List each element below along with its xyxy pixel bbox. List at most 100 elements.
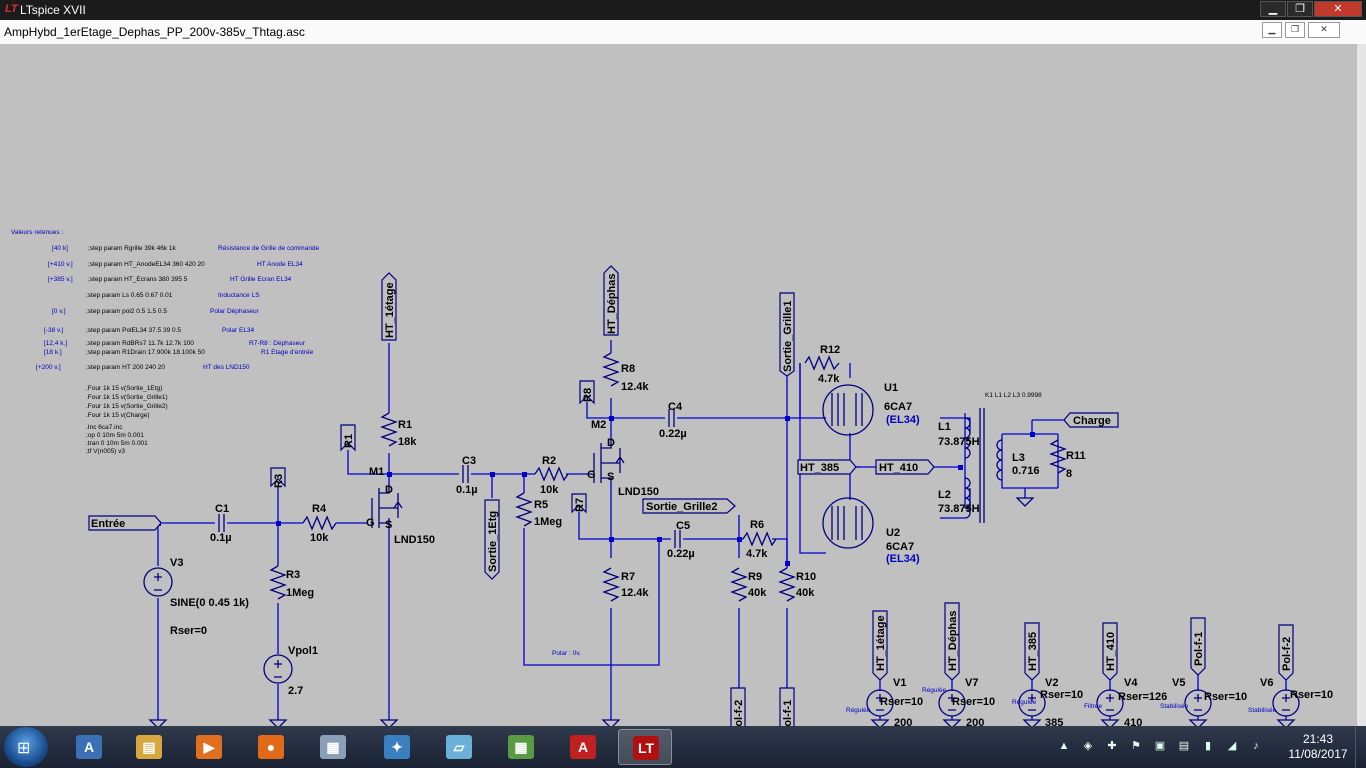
taskbar-app-icon: ✦ — [384, 735, 410, 759]
note-cmd: ;step param RdBRs7 11.7k 12.7k 100 — [86, 340, 194, 347]
tray-device-icon[interactable]: ▤ — [1178, 740, 1190, 752]
v4-symbol — [1096, 689, 1124, 717]
v4-value: 410 — [1124, 717, 1142, 726]
v4-rser: Rser=126 — [1118, 691, 1167, 703]
minimize-button[interactable]: ▁ — [1260, 1, 1286, 17]
r7-symbol — [602, 567, 620, 602]
v6-note: Stabilisée — [1248, 707, 1277, 714]
doc-close-button[interactable]: ✕ — [1308, 22, 1340, 38]
note-cmd: ;step param pol2 0.5 1.5 0.5 — [86, 308, 167, 315]
start-button[interactable]: ⊞ — [4, 727, 48, 767]
taskbar-item[interactable]: A — [556, 729, 610, 765]
m1-model: LND150 — [394, 534, 435, 546]
m2-drain-pin: D — [607, 437, 615, 449]
r3-name: R3 — [286, 569, 300, 581]
m1-drain-pin: D — [385, 484, 393, 496]
tray-power-icon[interactable]: ▮ — [1204, 740, 1212, 752]
tray-arrow-icon[interactable]: ▲ — [1058, 740, 1070, 752]
taskbar-item[interactable]: ▱ — [432, 729, 486, 765]
c1-value: 0.1µ — [210, 532, 232, 544]
taskbar-app-icon: A — [570, 735, 596, 759]
r1-value: 18k — [398, 436, 417, 448]
note-desc: HT des LND150 — [203, 364, 250, 371]
clock[interactable]: 21:43 11/08/2017 — [1278, 732, 1358, 762]
wires — [157, 340, 1287, 720]
spice-line: .Inc 6ca7.inc — [86, 424, 123, 431]
v7-symbol — [938, 689, 966, 717]
ground-symbols — [148, 497, 1296, 726]
taskbar-item[interactable]: ▦ — [306, 729, 360, 765]
net-ht-385-src: HT_385 — [1027, 632, 1039, 671]
v1-name: V1 — [893, 677, 906, 689]
note-val: [18 k.] — [44, 349, 62, 356]
taskbar-item[interactable]: A — [62, 729, 116, 765]
net-charge: Charge — [1073, 415, 1111, 427]
tray-app-icon[interactable]: ▣ — [1154, 740, 1166, 752]
polar-note: Polar : 0v. — [552, 650, 581, 657]
l3-name: L3 — [1012, 452, 1025, 464]
taskbar-app-icon: LT — [633, 736, 659, 760]
l1-symbol — [964, 417, 971, 459]
taskbar-item[interactable]: ▤ — [122, 729, 176, 765]
net-entree: Entrée — [91, 518, 125, 530]
v7-note: Régulée — [922, 687, 947, 694]
v2-note: Régulée — [1012, 699, 1037, 706]
l1-value: 73.875H — [938, 436, 980, 448]
document-tab-bar: AmpHybd_1erEtage_Dephas_PP_200v-385v_Tht… — [0, 20, 1366, 45]
tube-aliases: (EL34) (EL34) — [886, 414, 920, 565]
tray-security-icon[interactable]: ✚ — [1107, 740, 1117, 752]
component-symbols — [143, 352, 1300, 726]
r3-value: 1Meg — [286, 587, 314, 599]
doc-restore-button[interactable]: ❐ — [1285, 22, 1305, 38]
taskbar-item[interactable]: ✦ — [370, 729, 424, 765]
coupling-directive: K1 L1 L2 L3 0.9998 — [985, 392, 1042, 399]
l2-value: 73.875H — [938, 503, 980, 515]
c4-name: C4 — [668, 401, 683, 413]
vpol1-value: 2.7 — [288, 685, 303, 697]
tray-network-icon[interactable]: ◈ — [1083, 740, 1093, 752]
taskbar-item[interactable]: ▦ — [494, 729, 548, 765]
r3-symbol — [269, 565, 287, 600]
note-desc: Résistance de Grille de commande — [218, 245, 320, 252]
tray-volume-icon[interactable]: ♪ — [1253, 740, 1259, 752]
l2-name: L2 — [938, 489, 951, 501]
doc-minimize-button[interactable]: ▁ — [1262, 22, 1282, 38]
r11-name: R11 — [1066, 450, 1086, 462]
r10-name: R10 — [796, 571, 816, 583]
v3-symbol — [143, 567, 173, 597]
taskbar-item[interactable]: ● — [244, 729, 298, 765]
four-directive: .Four 1k 15 v(Sortie_1Etg) — [86, 385, 162, 392]
net-r7: R7 — [574, 498, 586, 512]
note-desc: HT Anode EL34 — [257, 261, 303, 268]
maximize-button[interactable]: ❐ — [1287, 1, 1313, 17]
v1-symbol — [866, 689, 894, 717]
r4-value: 10k — [310, 532, 329, 544]
close-button[interactable]: ✕ — [1314, 1, 1362, 17]
schematic-canvas[interactable]: Valeurs retenues : [40 k] [+410 v.] [+38… — [0, 44, 1356, 726]
tray-signal-icon[interactable]: ◢ — [1227, 740, 1237, 752]
net-pol-f-1-src: Pol-f-1 — [1193, 632, 1205, 666]
component-labels: R1 18k C1 0.1µ R4 10k R3 1Meg V3 SINE(0 … — [170, 344, 1333, 726]
four-directive: .Four 1k 15 v(Charge) — [86, 412, 150, 419]
net-ht-385: HT_385 — [800, 462, 839, 474]
note-val: [-38 v.] — [44, 327, 64, 334]
net-ht-dephas-src: HT_Déphas — [947, 610, 959, 671]
taskbar-item[interactable]: LT — [618, 729, 672, 765]
c4-value: 0.22µ — [659, 428, 687, 440]
tray-flag-icon[interactable]: ⚑ — [1131, 740, 1141, 752]
document-tab[interactable]: AmpHybd_1erEtage_Dephas_PP_200v-385v_Tht… — [4, 25, 305, 39]
r7-name: R7 — [621, 571, 635, 583]
r7-value: 12.4k — [621, 587, 649, 599]
taskbar-item[interactable]: ▶ — [182, 729, 236, 765]
v2-rser: Rser=10 — [1040, 689, 1083, 701]
vertical-scrollbar[interactable] — [1356, 44, 1366, 726]
taskbar-app-icon: ▦ — [320, 735, 346, 759]
net-ht-410-src: HT_410 — [1105, 632, 1117, 671]
schematic-drawing[interactable]: Valeurs retenues : [40 k] [+410 v.] [+38… — [0, 44, 1356, 726]
show-desktop-button[interactable] — [1355, 726, 1366, 768]
taskbar-app-icon: ▦ — [508, 735, 534, 759]
net-flags — [88, 265, 1294, 726]
clock-time: 21:43 — [1302, 732, 1334, 746]
c5-symbol — [674, 530, 681, 548]
v2-name: V2 — [1045, 677, 1058, 689]
